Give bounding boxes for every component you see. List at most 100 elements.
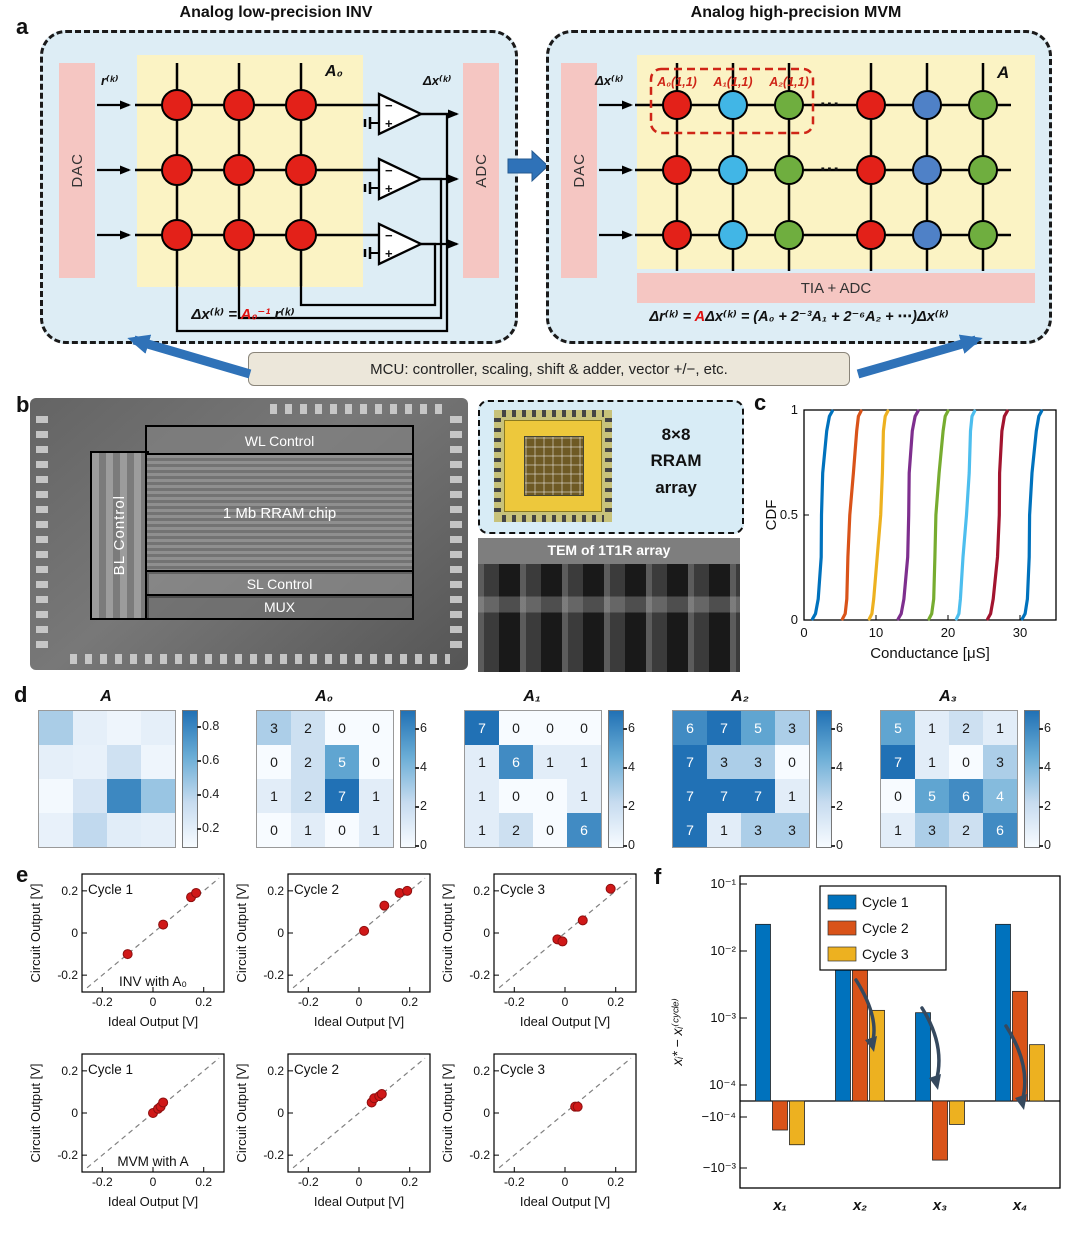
heatmap-cell: 3 [741,745,775,779]
rram-cell [285,154,317,186]
slice-label-a1: A₁(1,1) [713,75,753,89]
y-tick-label: -0.2 [263,1148,284,1162]
y-tick-label: -0.2 [57,1148,78,1162]
colorbar-tick-label: 6 [836,721,843,736]
heatmap-cell: 3 [257,711,291,745]
x-tick-label: 20 [941,625,955,640]
colorbar-tick-label: 6 [1044,721,1051,736]
y-tick-label: 0 [277,1106,284,1120]
x-category-label: x₄ [1012,1197,1027,1214]
colorbar-tick [623,767,627,770]
heatmap-cell: 6 [673,711,707,745]
rram-cell [662,155,692,185]
colorbar-tick-label: 0.6 [202,753,220,767]
mvm-equation-suffix: Δx⁽ᵏ⁾ = (A₀ + 2⁻³A₁ + 2⁻⁶A₂ + ⋯)Δx⁽ᵏ⁾ [705,309,949,325]
cdf-curve [840,409,863,621]
heatmap-title: A₂ [731,688,749,705]
colorbar-tick-label: 6 [628,721,635,736]
bit-slice-outline [649,67,815,135]
x-category-label: x₁ [772,1197,787,1214]
panel-e-label: e [16,862,29,887]
heatmap-cell: 5 [325,745,359,779]
legend-swatch [827,946,857,962]
heatmap-title: A₀ [315,688,333,705]
rram-cell [161,219,193,251]
bar [755,923,771,1102]
y-tick-label: 0 [483,926,490,940]
y-axis-label: Circuit Output [V] [234,1064,249,1163]
heatmap-cell [141,711,175,745]
y-axis-label: xᵢ* − xᵢ⁽ᶜʸᶜˡᵉ⁾ [669,998,685,1066]
x-tick-label: -0.2 [504,1175,525,1189]
mvm-panel-title: Analog high-precision MVM [690,4,902,21]
heatmap-title: A₃ [939,688,957,705]
rram-cell [968,90,998,120]
heatmap-cell: 2 [291,745,325,779]
mux-label: MUX [263,599,296,615]
rram-cell [774,90,804,120]
heatmap-cell: 5 [741,711,775,745]
heatmap-cell: 1 [983,711,1017,745]
x-tick-label: -0.2 [92,995,113,1009]
rram-cell [161,89,193,121]
x-axis-label: Ideal Output [V] [108,1014,198,1029]
heatmap-cell [73,711,107,745]
blue-arrow-icon [856,334,983,379]
heatmap-cell: 1 [775,779,809,813]
ellipsis: ··· [820,94,840,116]
colorbar-tick [831,767,835,770]
colorbar-tick-label: 0 [628,838,635,852]
rram-cell [912,90,942,120]
sl-control-label: SL Control [246,576,313,592]
blue-arrow-icon [507,149,549,183]
colorbar-tick-label: 2 [1044,799,1051,814]
heatmap-cell: 2 [949,813,983,847]
heatmap-cell: 7 [881,745,915,779]
colorbar [816,710,832,848]
data-point [158,919,169,930]
plot-sublabel: MVM with A [117,1154,188,1169]
heatmap-cell [73,779,107,813]
heatmap-cell [73,745,107,779]
mvm-equation: Δr⁽ᵏ⁾ = AΔx⁽ᵏ⁾ = (A₀ + 2⁻³A₁ + 2⁻⁶A₂ + ⋯… [569,309,1029,325]
rram-cell [968,220,998,250]
mcu-right-arrow [856,334,983,379]
mcu-block: MCU: controller, scaling, shift & adder,… [248,352,850,386]
panel-a-label: a [16,14,29,39]
inv-equation-prefix: Δx⁽ᵏ⁾ = [191,306,241,323]
bar [852,960,868,1102]
rram-package-photo [494,410,612,522]
x-tick-label: 30 [1013,625,1027,640]
bar [869,1009,885,1102]
slice-label-a0: A₀(1,1) [657,75,697,89]
legend-swatch [827,894,857,910]
dac-block-right: DAC [561,63,597,278]
y-tick-label: 0.5 [780,507,798,522]
caption-line: array [655,477,697,497]
rram-core-label: 1 Mb RRAM chip [222,505,337,522]
adc-label: ADC [472,153,490,188]
package-die [524,436,584,496]
heatmap-cell: 7 [707,779,741,813]
heatmap-cell: 1 [707,813,741,847]
tem-texture [478,564,740,672]
bond-pads [70,654,450,664]
x-axis-label: Ideal Output [V] [314,1194,404,1209]
colorbar-tick-label: 2 [420,799,427,814]
bar [789,1100,805,1146]
inv-equation: Δx⁽ᵏ⁾ = A₀⁻¹ r⁽ᵏ⁾ [83,305,403,323]
mux-block: MUX [145,594,414,620]
data-point [191,887,202,898]
x-axis-label: Ideal Output [V] [314,1014,404,1029]
opamp-minus: − [385,98,393,113]
y-axis-label: Circuit Output [V] [440,1064,455,1163]
heatmap-cell [141,779,175,813]
